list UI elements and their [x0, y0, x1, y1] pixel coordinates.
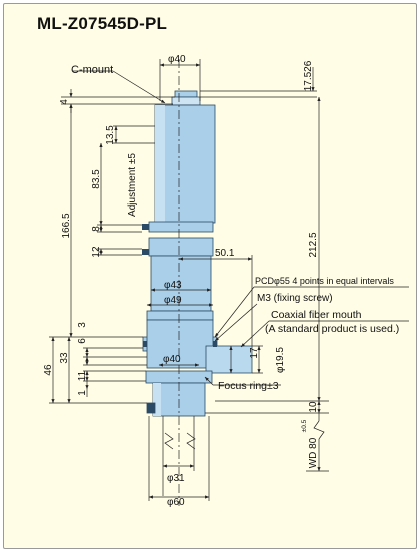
fiber-mouth	[205, 345, 253, 374]
lens-body	[142, 90, 253, 417]
zoom-ring-lower	[148, 237, 214, 257]
nose-tube-shade	[153, 383, 161, 416]
dim-3: 3	[77, 322, 88, 328]
fixing-screws	[142, 224, 217, 347]
flange	[146, 310, 214, 321]
dim-phi40-mid: φ40	[163, 354, 181, 365]
dim-phi40-top: φ40	[168, 54, 186, 65]
dim-6: 6	[77, 338, 88, 344]
dim-12: 12	[91, 246, 102, 258]
dim-166-5: 166.5	[61, 213, 72, 238]
dim-adjustment: Adjustment ±5	[127, 153, 138, 217]
upper-tube-shade	[155, 105, 165, 223]
dim-4: 4	[59, 99, 70, 105]
dim-83-5: 83.5	[91, 169, 102, 189]
dim-13-5: 13.5	[105, 125, 116, 145]
dimension-texts: φ40 4 17.526 13.5 Adjustment ±5 83.5 166…	[43, 54, 319, 508]
c-mount-label: C-mount	[71, 64, 113, 76]
callout-leaders	[73, 70, 409, 386]
dim-phi43: φ43	[164, 280, 182, 291]
coaxial-label-2: (A standard product is used.)	[265, 323, 399, 335]
dimension-drawing: C-mount PCDφ55 4 points in equal interva…	[43, 54, 409, 508]
dim-phi31: φ31	[167, 473, 185, 484]
left-dimension-lines	[49, 89, 175, 404]
dim-46: 46	[43, 364, 54, 376]
dim-50-1: 50.1	[215, 248, 235, 259]
dim-212-5: 212.5	[308, 232, 319, 257]
dim-17: 17	[249, 347, 260, 359]
dim-8: 8	[91, 226, 102, 232]
dim-phi60: φ60	[167, 497, 185, 508]
pcd-label: PCDφ55 4 points in equal intervals	[255, 276, 394, 286]
dim-wd-tolerance: ±0.5	[301, 419, 308, 432]
m3-label: M3 (fixing screw)	[257, 293, 333, 304]
model-title: ML-Z07545D-PL	[37, 14, 168, 33]
dim-11: 11	[77, 370, 88, 381]
dim-wd: WD 80	[308, 437, 319, 468]
callout-texts: C-mount PCDφ55 4 points in equal interva…	[71, 64, 399, 392]
dim-phi49: φ49	[164, 295, 182, 306]
dim-33: 33	[59, 352, 70, 364]
mount-collar	[171, 96, 201, 106]
c-mount-thread	[174, 90, 198, 98]
zoom-ring-upper	[148, 221, 214, 233]
focus-ring-label: Focus ring±3	[218, 380, 279, 392]
dim-1: 1	[77, 390, 88, 396]
dim-17-526: 17.526	[303, 60, 314, 91]
dim-10: 10	[308, 401, 319, 413]
side-screw	[146, 402, 156, 414]
lower-housing	[146, 319, 214, 369]
right-dimension-lines	[146, 59, 329, 501]
dim-phi19-5: φ19.5	[275, 347, 286, 373]
coaxial-label-1: Coaxial fiber mouth	[271, 309, 362, 321]
drawing-frame: ML-Z07545D-PL	[3, 3, 417, 549]
